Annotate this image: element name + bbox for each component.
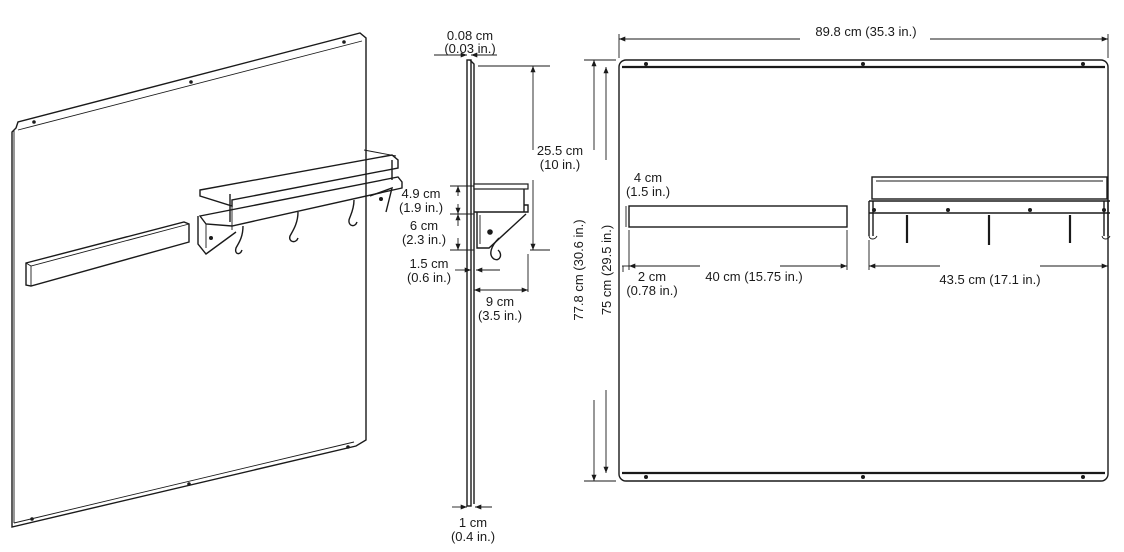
svg-text:77.8 cm (30.6 in.): 77.8 cm (30.6 in.) [571,219,586,320]
front-knife-bar [628,205,848,228]
svg-text:75 cm (29.5 in.): 75 cm (29.5 in.) [599,225,614,315]
bracket-height-in: (2.3 in.) [402,232,446,247]
hook [288,211,299,243]
bar-length: 40 cm (15.75 in.) [705,269,803,284]
hook [490,237,502,261]
bar-height-in: (1.5 in.) [626,184,670,199]
shelf-depth-in: (3.5 in.) [478,308,522,323]
rail-height-in: (1.9 in.) [399,200,443,215]
panel-thickness-in: (0.03 in.) [444,41,495,56]
side-shelf-profile [473,183,529,261]
side-panel [466,59,472,507]
screw-hole [189,80,193,84]
bar-offset-cm: 2 cm [638,269,666,284]
rail-height-cm: 4.9 cm [401,186,440,201]
bar-height-cm: 4 cm [634,170,662,185]
screw-hole [30,517,34,521]
bracket-screw [379,197,383,201]
bar-offset-in: (0.78 in.) [626,283,677,298]
screw-hole [346,445,350,449]
standoff-cm: 1 cm [459,515,487,530]
hook [348,199,358,227]
panel-width: 89.8 cm (35.3 in.) [815,24,916,39]
perspective-knife-bar [25,221,190,287]
hook [234,225,244,255]
bar-depth-in: (0.6 in.) [407,270,451,285]
panel-height-inner-cm: 75 cm [599,280,614,315]
shelf-height-in: (10 in.) [540,157,580,172]
bar-depth-cm: 1.5 cm [409,256,448,271]
screw-hole [32,120,36,124]
front-panel [618,59,1109,482]
front-view: 89.8 cm (35.3 in.) 77.8 cm (30.6 in.) 75… [571,24,1111,482]
screw-hole [861,475,865,479]
perspective-panel [11,32,367,528]
side-view: 0.08 cm (0.03 in.) 25.5 cm (10 in.) 4.9 … [399,28,583,544]
front-shelf [868,176,1111,245]
screw-hole [1081,475,1085,479]
screw-hole [187,482,191,486]
shelf-length: 43.5 cm (17.1 in.) [939,272,1040,287]
screw-hole [1081,62,1085,66]
perspective-shelf [197,149,403,255]
panel-thickness-cm: 0.08 cm [447,28,493,43]
screw-hole [644,62,648,66]
screw-hole [861,62,865,66]
shelf-height-cm: 25.5 cm [537,143,583,158]
panel-height-outer-in: (30.6 in.) [571,219,586,270]
bracket-height-cm: 6 cm [410,218,438,233]
bracket-screw [487,229,493,235]
panel-height-outer-cm: 77.8 cm [571,274,586,320]
standoff-in: (0.4 in.) [451,529,495,544]
screw-hole [342,40,346,44]
shelf-depth-cm: 9 cm [486,294,514,309]
screw-hole [644,475,648,479]
bracket-screw [209,236,213,240]
perspective-view [11,32,403,528]
panel-height-inner-in: (29.5 in.) [599,225,614,276]
